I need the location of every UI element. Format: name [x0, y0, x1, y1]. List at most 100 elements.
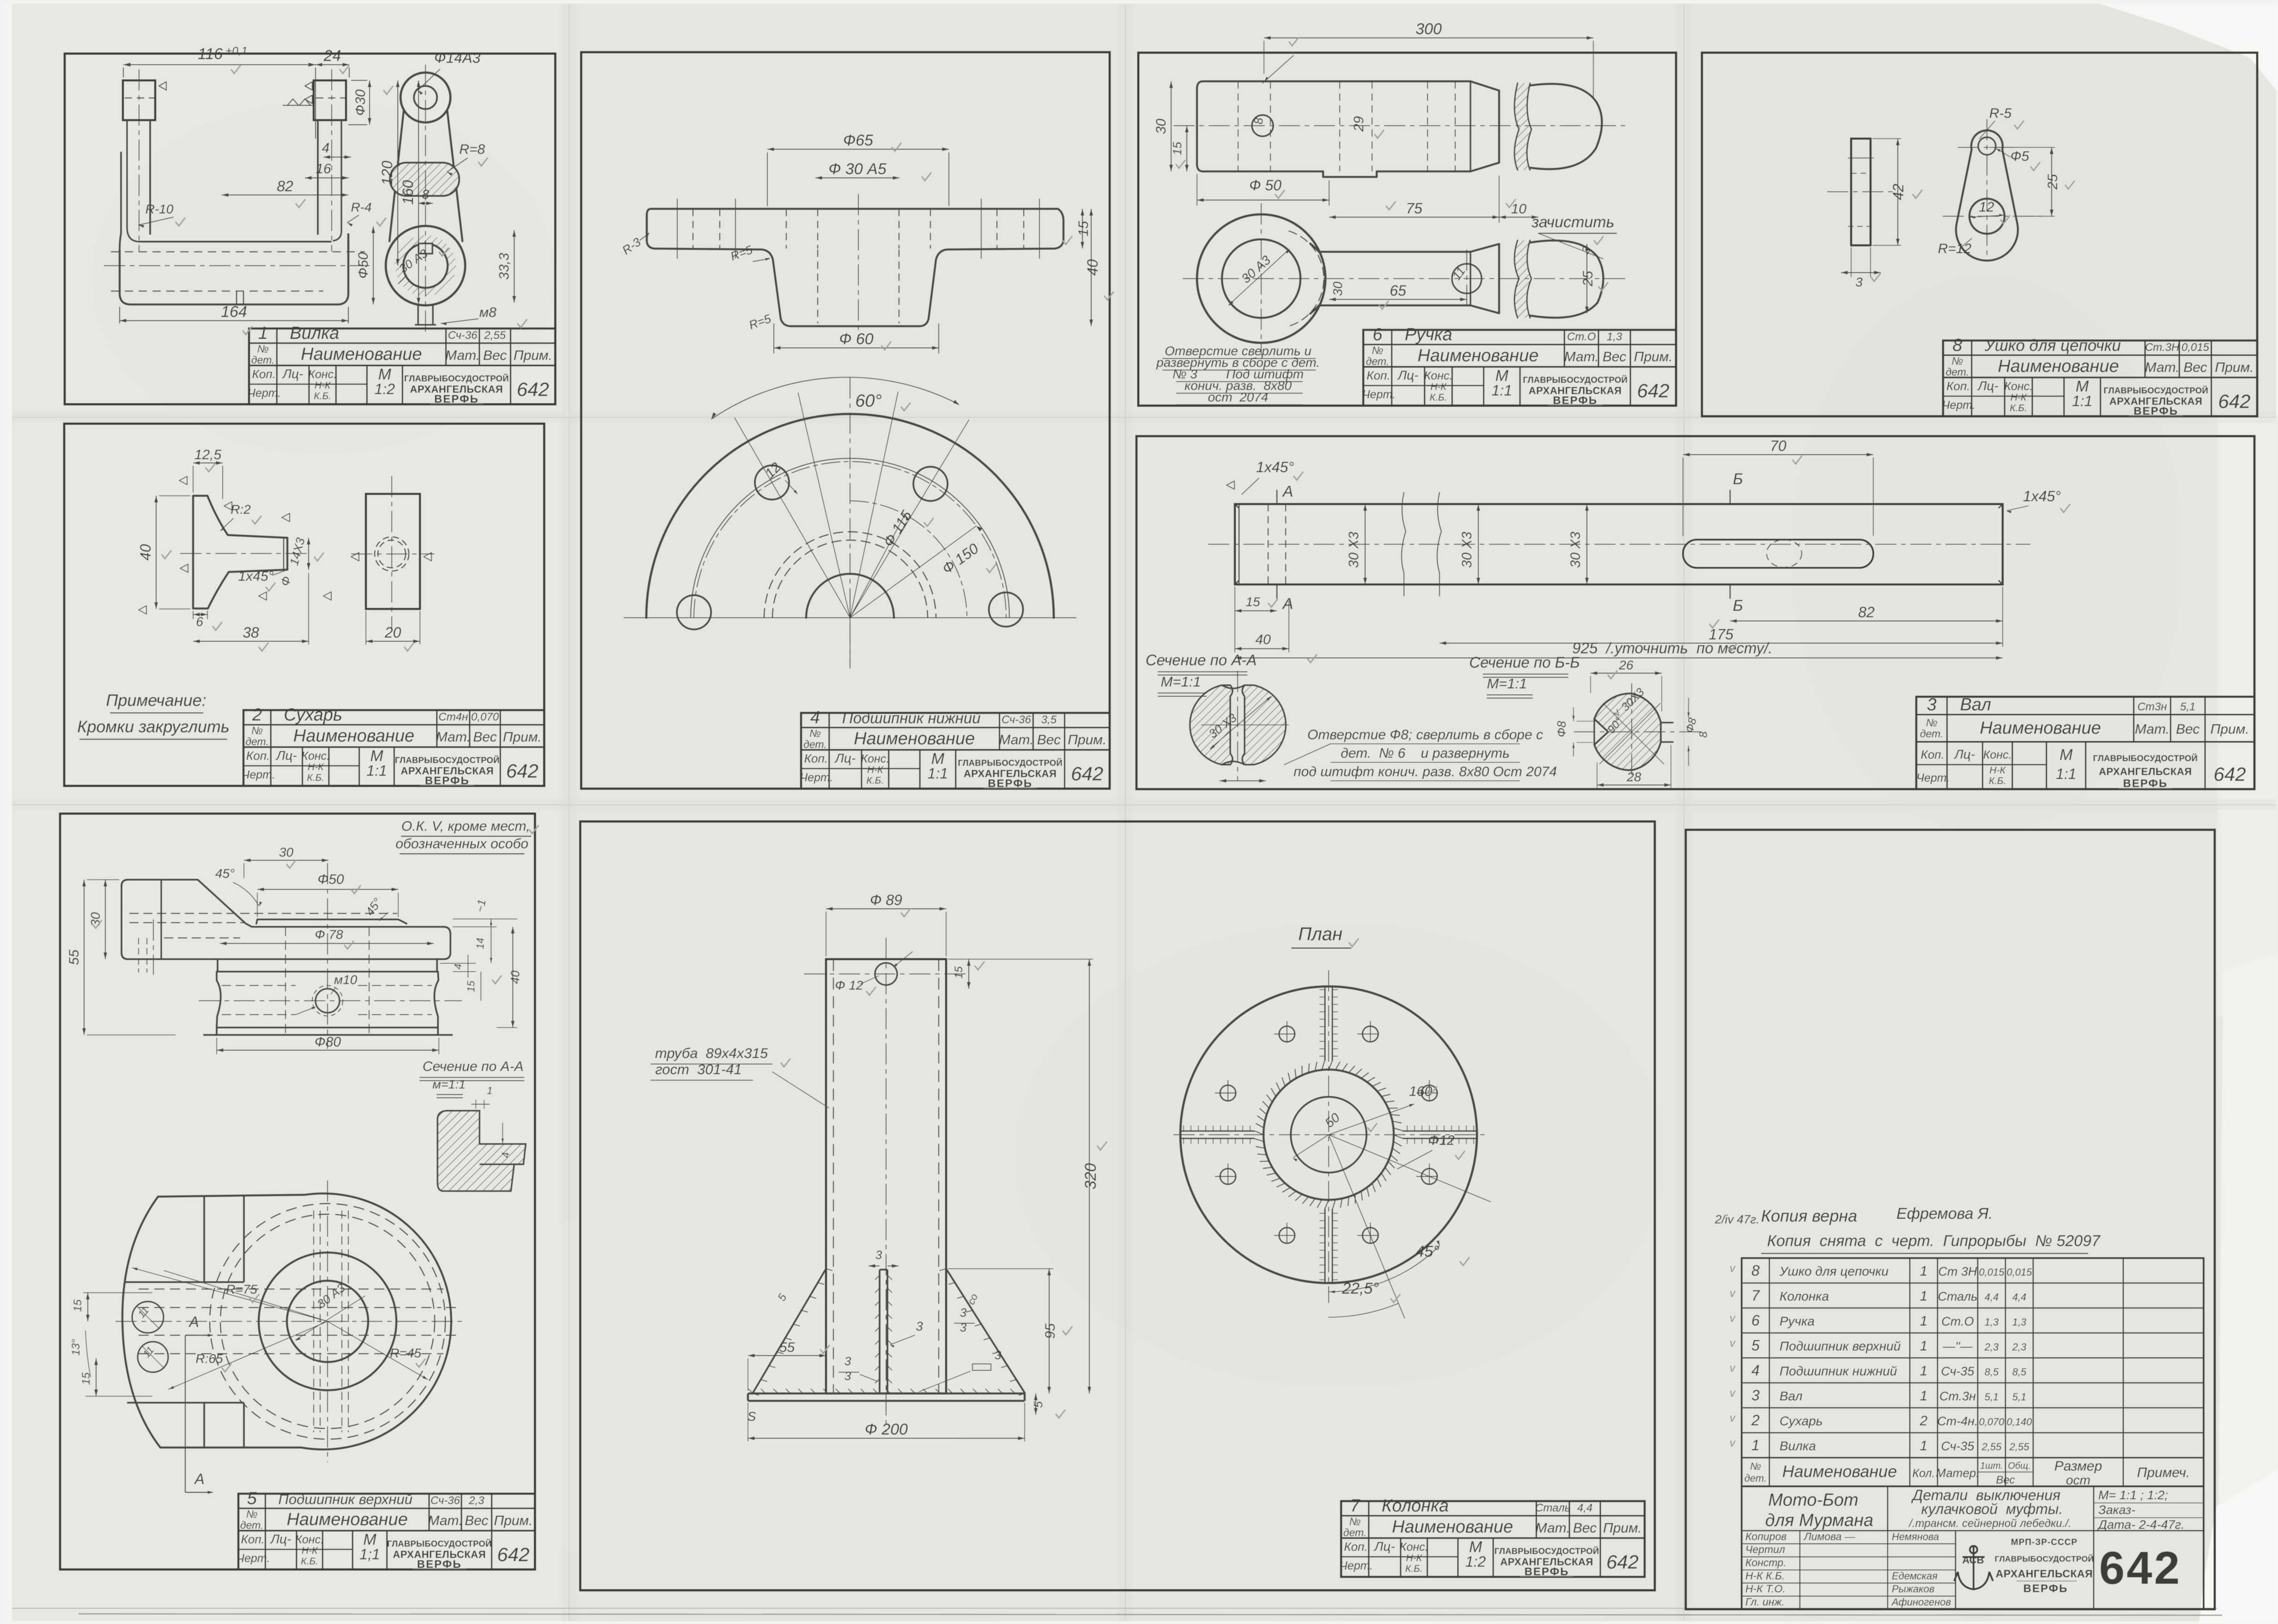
svg-text:2,55: 2,55 [2009, 1441, 2030, 1453]
svg-text:Общ.: Общ. [2008, 1461, 2030, 1471]
svg-text:30 Х3: 30 Х3 [1459, 531, 1475, 568]
svg-text:№: № [257, 343, 269, 355]
svg-text:№: № [251, 724, 263, 736]
svg-text:Примеч.: Примеч. [2137, 1465, 2190, 1480]
svg-text:Подшипник нижний: Подшипник нижний [842, 710, 981, 727]
svg-text:2,55: 2,55 [484, 329, 506, 342]
svg-text:4,4: 4,4 [2012, 1291, 2027, 1303]
svg-text:Колонка: Колонка [1780, 1289, 1829, 1303]
svg-text:Сечение по А-А: Сечение по А-А [423, 1059, 524, 1074]
svg-text:Черт.: Черт. [800, 771, 833, 784]
svg-text:К.Б.: К.Б. [1989, 776, 2006, 786]
svg-text:14: 14 [474, 938, 486, 949]
svg-text:Ст-4н.: Ст-4н. [1937, 1414, 1978, 1428]
svg-text:Едемская: Едемская [1892, 1570, 1938, 1581]
svg-text:Конс.: Конс. [1400, 1541, 1428, 1554]
svg-text:4,4: 4,4 [1577, 1502, 1592, 1515]
svg-text:№: № [1349, 1515, 1361, 1527]
svg-text:25: 25 [2045, 174, 2060, 190]
svg-text:Б: Б [1733, 470, 1743, 488]
svg-text:М: М [363, 1531, 377, 1549]
svg-text:Ефремова Я.: Ефремова Я. [1896, 1205, 1993, 1223]
svg-text:развернуть в сборе с дет.: развернуть в сборе с дет. [1156, 355, 1320, 370]
svg-text:Лц-: Лц- [1977, 379, 1999, 393]
svg-text:Н-К: Н-К [308, 762, 324, 772]
svg-text:82: 82 [1858, 604, 1875, 620]
svg-text:К.Б.: К.Б. [307, 772, 324, 783]
svg-text:Лимова —: Лимова — [1803, 1530, 1856, 1542]
svg-text:15: 15 [953, 966, 965, 979]
svg-text:дет.: дет. [1744, 1472, 1767, 1484]
svg-text:v: v [1730, 1362, 1736, 1375]
svg-text:Конс.: Конс. [1983, 748, 2012, 761]
svg-text:Ручка: Ручка [1780, 1314, 1815, 1328]
svg-text:10: 10 [1511, 201, 1527, 217]
svg-text:3: 3 [960, 1306, 967, 1320]
svg-text:1: 1 [1920, 1264, 1928, 1279]
svg-text:30 Х3: 30 Х3 [1568, 531, 1583, 568]
svg-text:Вес: Вес [1996, 1474, 2015, 1486]
svg-text:15: 15 [465, 980, 477, 992]
svg-text:642: 642 [1071, 763, 1103, 785]
svg-text:642: 642 [2099, 1542, 2182, 1594]
svg-text:ВЕРФЬ: ВЕРФЬ [2133, 405, 2178, 417]
svg-text:ГЛАВРЫБОСУДОСТРОЙ: ГЛАВРЫБОСУДОСТРОЙ [387, 1539, 492, 1549]
svg-text:Вал: Вал [1780, 1389, 1803, 1403]
svg-text:м8: м8 [479, 305, 497, 320]
svg-text:Вес: Вес [1573, 1521, 1597, 1536]
svg-text:М=1:1: М=1:1 [1487, 675, 1527, 692]
svg-text:120: 120 [379, 161, 395, 186]
svg-text:Коп.: Коп. [1946, 379, 1970, 393]
svg-text:Ст.О: Ст.О [1567, 331, 1596, 343]
svg-text:5,1: 5,1 [2012, 1391, 2027, 1403]
svg-text:1х45°: 1х45° [238, 569, 273, 584]
svg-text:3: 3 [1751, 1387, 1760, 1404]
svg-text:70: 70 [1770, 438, 1786, 454]
svg-text:0,015: 0,015 [2181, 341, 2210, 354]
svg-text:М: М [2076, 378, 2089, 395]
svg-text:+0,1: +0,1 [225, 45, 247, 57]
svg-text:8: 8 [1952, 336, 1962, 355]
svg-text:Прим.: Прим. [1634, 349, 1673, 365]
svg-text:Наименование: Наименование [286, 1510, 407, 1529]
svg-text:Ручка: Ручка [1405, 325, 1452, 345]
svg-text:7: 7 [1751, 1287, 1760, 1304]
svg-text:95: 95 [1043, 1323, 1058, 1339]
svg-text:12: 12 [1979, 200, 1994, 215]
svg-text:Коп.: Коп. [241, 1533, 265, 1546]
svg-text:М: М [931, 750, 945, 768]
svg-text:№ 3 Под штифт: № 3 Под штифт [1172, 367, 1304, 381]
svg-text:1: 1 [258, 324, 268, 343]
svg-text:Примечание:: Примечание: [106, 691, 206, 710]
svg-text:дет. № 6 и развернуть: дет. № 6 и развернуть [1341, 746, 1510, 761]
svg-text:38: 38 [243, 624, 259, 641]
svg-text:дет.: дет. [240, 1519, 264, 1531]
svg-text:3: 3 [875, 1248, 882, 1262]
svg-text:Конс.: Конс. [1424, 370, 1453, 383]
svg-text:АРХАНГЕЛЬСКАЯ: АРХАНГЕЛЬСКАЯ [964, 768, 1057, 779]
svg-text:5: 5 [1031, 1401, 1045, 1408]
svg-text:6: 6 [1751, 1312, 1760, 1329]
svg-text:40: 40 [1255, 632, 1271, 647]
svg-text:Вес: Вес [473, 730, 497, 745]
svg-text:15: 15 [1245, 595, 1260, 609]
svg-text:6: 6 [1373, 325, 1383, 345]
svg-text:Вилка: Вилка [1780, 1439, 1816, 1453]
svg-text:Сч-35: Сч-35 [1941, 1364, 1975, 1378]
svg-text:Мат.: Мат. [1536, 1521, 1570, 1536]
svg-text:Черт.: Черт. [1340, 1559, 1373, 1572]
svg-text:Ф8: Ф8 [1555, 721, 1568, 737]
svg-text:дет.: дет. [1920, 728, 1944, 740]
svg-text:3: 3 [1855, 275, 1863, 289]
svg-text:ГЛАВРЫБОСУДОСТРОЙ: ГЛАВРЫБОСУДОСТРОЙ [404, 374, 509, 383]
svg-text:Отверстие Ф8; сверлить в сборе: Отверстие Ф8; сверлить в сборе с [1307, 727, 1543, 742]
svg-text:925 /.уточнить по месту/.: 925 /.уточнить по месту/. [1572, 639, 1772, 657]
svg-text:20: 20 [384, 624, 401, 641]
svg-text:1: 1 [1751, 1437, 1760, 1454]
svg-text:0,070: 0,070 [471, 711, 499, 724]
svg-text:3: 3 [844, 1354, 851, 1368]
svg-text:ост: ост [2066, 1473, 2090, 1487]
svg-text:1: 1 [1920, 1388, 1928, 1404]
svg-text:55: 55 [67, 949, 82, 965]
svg-text:Рыжаков: Рыжаков [1892, 1583, 1934, 1595]
